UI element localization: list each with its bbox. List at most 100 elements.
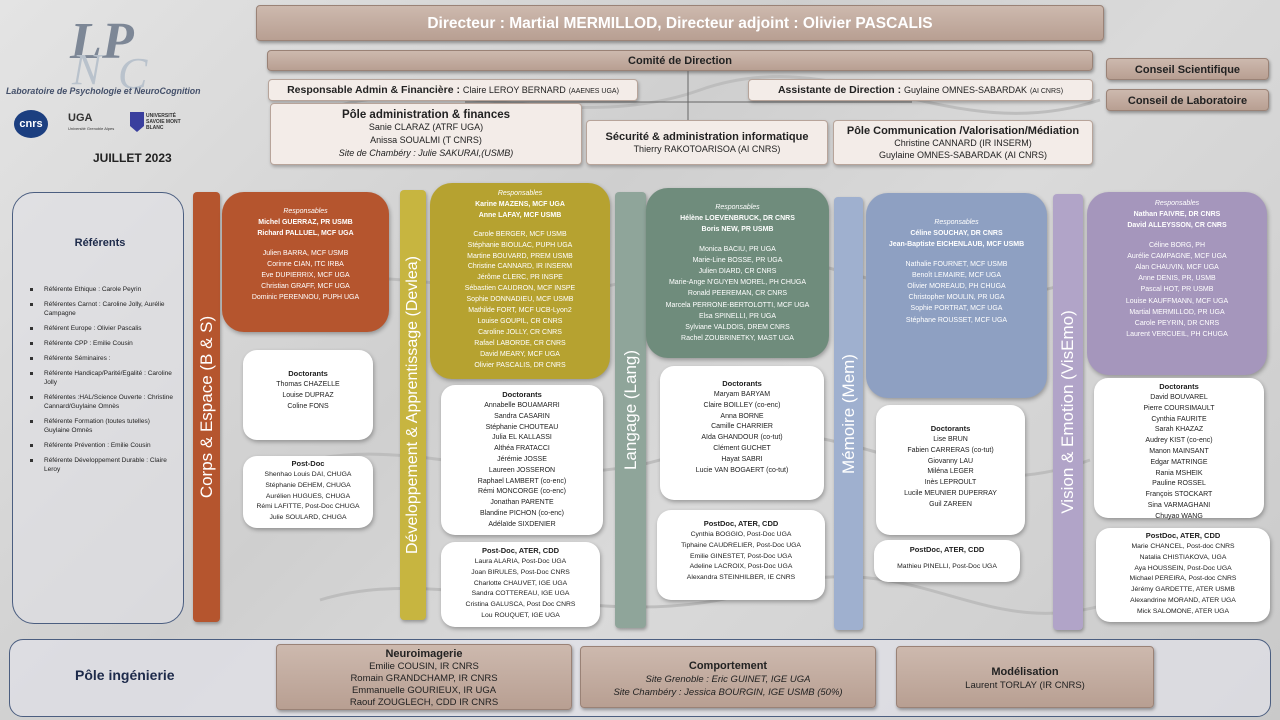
assistant-name: Guylaine OMNES-SABARDAK [904, 85, 1028, 95]
assistant-tag: (AI CNRS) [1029, 88, 1064, 95]
team-2-doc-lines-line: Clément GUCHET [713, 444, 771, 452]
team-2-doc-lines-line: Anna BORNE [720, 412, 764, 420]
referent-item: Référente Développement Durable : Claire… [27, 456, 173, 474]
team-2-doc-lines-line: Maryam BARYAM [713, 391, 771, 398]
team-2-post-lines-line: Adeline LACROIX, Post-Doc UGA [689, 563, 793, 571]
pole-admin-title: Pôle administration & finances [341, 109, 511, 121]
team-1-post-head-line: Post-Doc, ATER, CDD [481, 546, 560, 555]
team-1-post-lines-line: Cristina GALUSCA, Post Doc CNRS [465, 601, 576, 609]
team-2-post-lines-line: Alexandra STEINHILBER, IE CNRS [686, 574, 796, 582]
comp-line: Site Chambéry : Jessica BOURGIN, IGE USM… [613, 687, 843, 698]
pole-admin-line: Site de Chambéry : Julie SAKURAI,(USMB) [338, 148, 514, 158]
team-3-doc-lines-line: Lucile MEUNIER DUPERRAY [904, 489, 997, 497]
team-3-resp-head-line: Responsables [934, 219, 979, 226]
team-2-post-head-line: PostDoc, ATER, CDD [703, 519, 779, 528]
team-2-resp-members-line: Monica BACIU, PR UGA [699, 245, 776, 253]
team-1-doc-head-line: Doctorants [502, 390, 542, 399]
team-1-resp-members-line: Caroline JOLLY, CR CNRS [478, 328, 562, 336]
referent-item: Référentes :HAL/Science Ouverte : Christ… [27, 393, 173, 411]
referent-item: Référente Ethique : Carole Peyrin [27, 285, 173, 294]
neuro-title: Neuroimagerie [385, 648, 463, 660]
team-4-post-lines-line: Natalia CHISTIAKOVA, UGA [1139, 553, 1227, 561]
team-1-resp-lead-line: Anne LAFAY, MCF USMB [478, 211, 562, 219]
team-1-resp-lead-line: Karine MAZENS, MCF UGA [475, 200, 565, 208]
team-4-resp-members-line: Pascal HOT, PR USMB [1140, 286, 1214, 294]
neuro-line: Romain GRANDCHAMP, IR CNRS [350, 673, 498, 684]
team-label-lang: Langage (Lang) [620, 349, 640, 471]
team-1-doc-lines-line: Stéphanie CHOUTEAU [485, 423, 559, 431]
team-3-resp-members-line: Benoît LEMAIRE, MCF UGA [911, 271, 1002, 279]
team-4-doc-lines-line: Chuyao WANG [1155, 512, 1203, 520]
pole-com-line: Christine CANNARD (IR INSERM) [894, 138, 1032, 148]
team-3-doc-lines-line: Miléna LEGER [927, 468, 974, 476]
team-0-post-head-line: Post-Doc [291, 459, 325, 468]
team-bar-visemo: Vision & Emotion (VisEmo) [1053, 194, 1083, 630]
team-3-doc-lines-line: Giovanny LAU [927, 457, 974, 465]
logo-letter-n: N [72, 45, 102, 94]
team-2-resp-members-line: Elsa SPINELLI, PR UGA [698, 312, 777, 320]
comportement-box: Comportement Site Grenoble : Eric GUINET… [580, 646, 876, 708]
pole-securite-box: Sécurité & administration informatique T… [586, 120, 828, 165]
team-4-post-lines-line: Alexandrine MORAND, ATER UGA [1130, 596, 1236, 604]
team-4-resp-members-line: Martial MERMILLOD, PR UGA [1129, 308, 1225, 316]
logo-letter-l: L [70, 13, 102, 70]
team-0-post-lines-line: Stéphanie DEHEM, CHUGA [265, 481, 351, 489]
pole-communication-box: Pôle Communication /Valorisation/Médiati… [833, 120, 1093, 165]
team-3-resp-lead-line: Céline SOUCHAY, DR CNRS [910, 230, 1003, 238]
conseil-scientifique-box: Conseil Scientifique [1106, 58, 1269, 80]
team-4-doc-lines-line: Sina VARMAGHANI [1147, 501, 1211, 509]
team-0-post-lines-line: Rémi LAFITTE, Post-Doc CHUGA [256, 503, 360, 511]
referent-item: Référente Prévention : Emilie Cousin [27, 441, 173, 450]
team-1-resp-members-line: Louise GOUPIL, CR CNRS [477, 317, 563, 325]
team-2-doc-lines-line: Hayat SABRI [721, 455, 763, 463]
team-0-resp-lead-line: Michel GUERRAZ, PR USMB [258, 219, 353, 227]
team-0-resp-lead-line: Richard PALLUEL, MCF UGA [257, 230, 354, 238]
team-4-resp-lead-line: David ALLEYSSON, CR CNRS [1127, 222, 1227, 230]
referents-panel: Référents Référente Ethique : Carole Pey… [12, 192, 184, 624]
team-1-resp-members-line: Mathilde FORT, MCF UCB-Lyon2 [468, 307, 572, 315]
referent-item: Référente CPP : Emilie Cousin [27, 339, 173, 348]
referent-item: Référente Formation (toutes tutelles) Gu… [27, 417, 173, 435]
team-2-doc-lines-line: Claire BOILLEY (co-enc) [703, 401, 781, 409]
team-bar-corps: Corps & Espace (B & S) [193, 192, 220, 622]
team-4-resp-members-line: Céline BORG, PH [1148, 241, 1206, 249]
team-0-resp-members-line: Julien BARRA, MCF USMB [262, 249, 349, 257]
team-2-resp-head-line: Responsables [715, 204, 760, 211]
team-bar-devlea: Développement & Apprentissage (Devlea) [400, 190, 426, 620]
team-4-resp-members-line: Louise KAUFFMANN, MCF UGA [1125, 297, 1229, 305]
team-0-resp-members-line: Dominic PERENNOU, PUPH UGA [251, 294, 360, 302]
team-2-post-lines-line: Tiphaine CAUDRELIER, Post-Doc UGA [681, 541, 801, 549]
team-0-doc-lines-line: Coline FONS [287, 402, 329, 410]
team-1-resp-head-line: Responsables [497, 190, 543, 197]
team-2-doc-lines-line: Camille CHARRIER [711, 423, 773, 431]
team-3-post-head-line: PostDoc, ATER, CDD [909, 545, 985, 554]
team-0-resp-members-line: Christian GRAFF, MCF UGA [261, 283, 350, 291]
comite-direction-bar: Comité de Direction [267, 50, 1093, 71]
team-1-resp-members-line: Christine CANNARD, IR INSERM [467, 263, 573, 271]
team-1-resp-members-line: David MEARY, MCF UGA [480, 350, 560, 358]
team-4-doc-lines-line: François STOCKART [1145, 491, 1213, 499]
team-2-post-lines-line: Emilie GINESTET, Post-Doc UGA [690, 552, 792, 560]
pole-securite-title: Sécurité & administration informatique [605, 131, 809, 143]
team-2-resp-members-line: Rachel ZOUBRINETKY, MAST UGA [681, 335, 794, 343]
team-label-devlea: Développement & Apprentissage (Devlea) [404, 256, 421, 554]
team-3-resp-members-line: Nathalie FOURNET, MCF USMB [905, 260, 1008, 268]
assistant-label: Assistante de Direction : [777, 84, 904, 96]
admin-resp-name: Claire LEROY BERNARD [462, 85, 566, 95]
team-0-resp-members-line: Eve DUPIERRIX, MCF UGA [261, 272, 350, 280]
pole-com-line: Guylaine OMNES-SABARDAK (AI CNRS) [878, 150, 1048, 160]
team-2-doc-lines-line: Aïda GHANDOUR (co-tut) [701, 434, 783, 442]
team-3-resp-members-line: Christopher MOULIN, PR UGA [908, 294, 1005, 302]
uga-logo-sub: Université Grenoble Alpes [68, 126, 115, 131]
team-2-resp-lead-line: Hélène LOEVENBRUCK, DR CNRS [680, 215, 795, 223]
team-1-post-lines-line: Joan BIRULES, Post-Doc CNRS [471, 568, 570, 576]
team-3-doc-lines-line: Inès LEPROULT [924, 479, 977, 487]
team-4-post-lines-line: Aya HOUSSEIN, Post-Doc UGA [1134, 564, 1232, 572]
team-3-doc-lines-line: Guil ZAREEN [929, 500, 972, 508]
conseil-laboratoire-box: Conseil de Laboratoire [1106, 89, 1269, 111]
